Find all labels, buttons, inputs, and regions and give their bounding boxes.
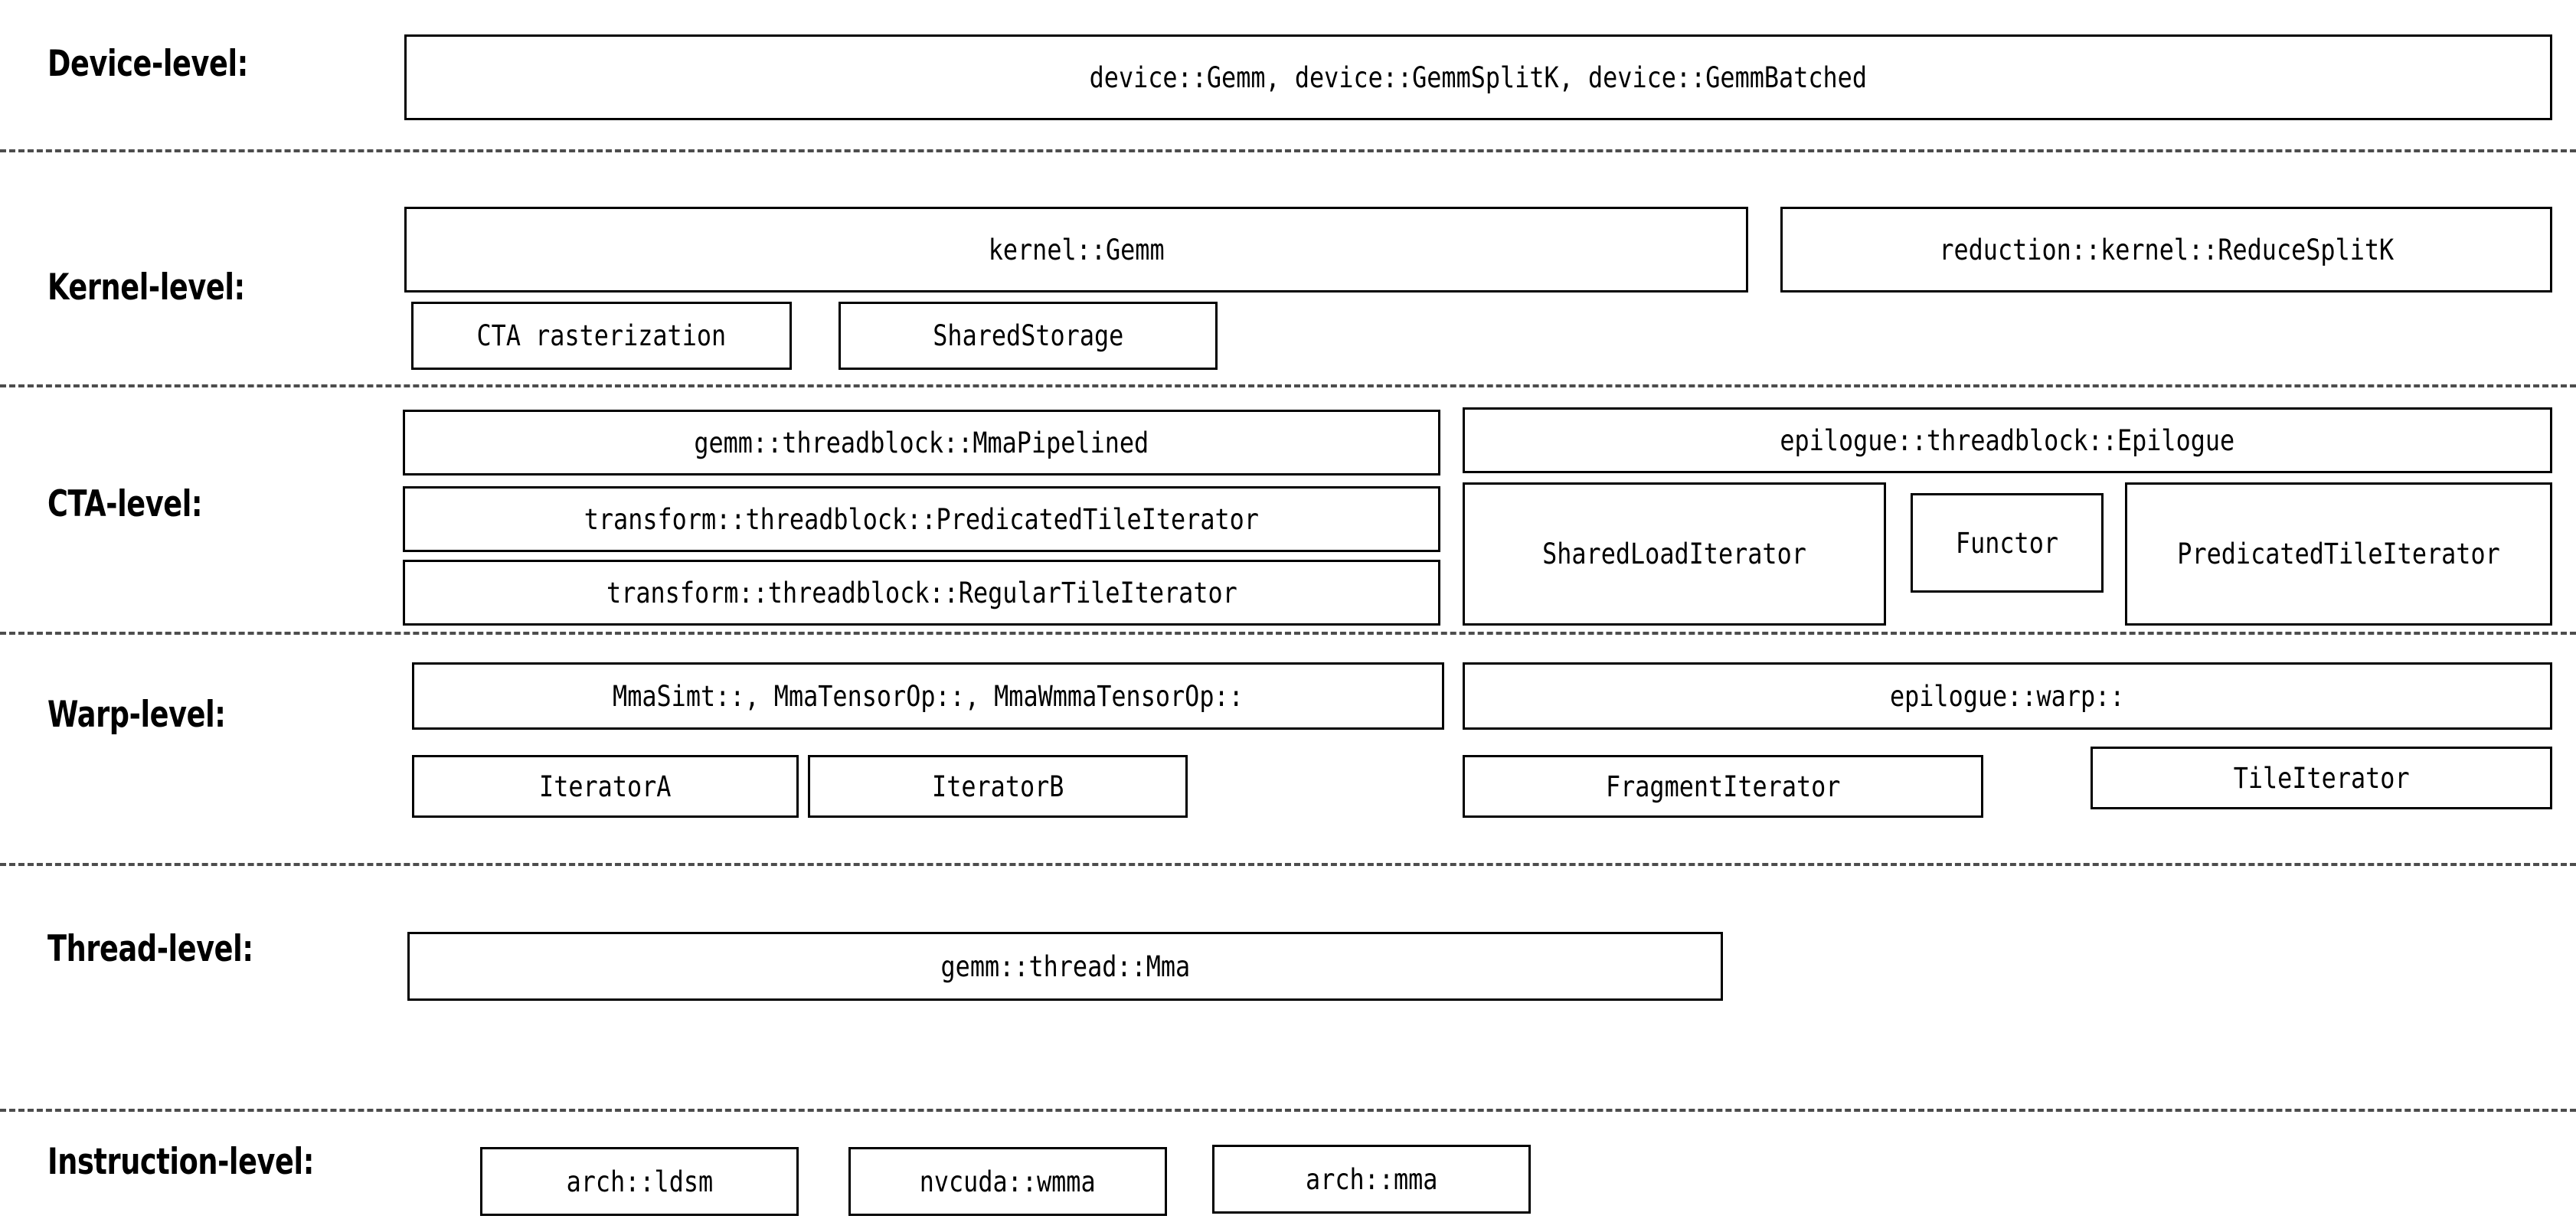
box-label-cta-rasterization: CTA rasterization [476, 319, 727, 352]
box-label-device-gemm: device::Gemm, device::GemmSplitK, device… [1089, 60, 1868, 94]
box-nvcuda-wmma[interactable]: nvcuda::wmma [848, 1147, 1167, 1216]
level-label-cta: CTA-level: [47, 483, 203, 525]
divider-warp-thread [0, 863, 2576, 866]
box-label-shared-load-iterator: SharedLoadIterator [1542, 538, 1806, 570]
box-label-functor: Functor [1955, 526, 2059, 560]
box-label-epilogue-threadblock-epilogue: epilogue::threadblock::Epilogue [1780, 423, 2235, 457]
box-label-tile-iterator: TileIterator [2233, 761, 2410, 795]
box-iterator-b[interactable]: IteratorB [808, 755, 1188, 818]
box-label-iterator-a: IteratorA [539, 770, 672, 803]
box-arch-mma[interactable]: arch::mma [1212, 1145, 1531, 1214]
box-epilogue-threadblock-epilogue[interactable]: epilogue::threadblock::Epilogue [1463, 407, 2552, 473]
box-label-fragment-iterator: FragmentIterator [1605, 770, 1841, 803]
box-gemm-threadblock-mmapipelined[interactable]: gemm::threadblock::MmaPipelined [403, 410, 1440, 476]
box-label-reduction-kernel-reducesplitk: reduction::kernel::ReduceSplitK [1939, 233, 2394, 266]
box-label-epilogue-warp: epilogue::warp:: [1890, 679, 2125, 713]
box-epilogue-warp[interactable]: epilogue::warp:: [1463, 662, 2552, 730]
box-label-nvcuda-wmma: nvcuda::wmma [920, 1165, 1096, 1198]
box-reduction-kernel-reducesplitk[interactable]: reduction::kernel::ReduceSplitK [1780, 207, 2552, 292]
box-label-transform-threadblock-regulartileiterator: transform::threadblock::RegularTileItera… [606, 576, 1237, 610]
box-tile-iterator[interactable]: TileIterator [2091, 747, 2552, 809]
level-label-warp: Warp-level: [47, 694, 226, 736]
box-label-transform-threadblock-predicatedtileiterator: transform::threadblock::PredicatedTileIt… [584, 502, 1260, 536]
box-label-iterator-b: IteratorB [931, 770, 1064, 803]
box-shared-storage[interactable]: SharedStorage [839, 302, 1218, 370]
divider-thread-instruction [0, 1109, 2576, 1112]
box-kernel-gemm[interactable]: kernel::Gemm [404, 207, 1748, 292]
level-label-instruction: Instruction-level: [47, 1141, 314, 1183]
box-label-mma-variants: MmaSimt::, MmaTensorOp::, MmaWmmaTensorO… [613, 679, 1244, 713]
divider-device-kernel [0, 149, 2576, 152]
box-fragment-iterator[interactable]: FragmentIterator [1463, 755, 1983, 818]
box-label-gemm-threadblock-mmapipelined: gemm::threadblock::MmaPipelined [694, 426, 1149, 459]
box-shared-load-iterator[interactable]: SharedLoadIterator [1463, 482, 1886, 626]
divider-cta-warp [0, 632, 2576, 635]
box-cta-rasterization[interactable]: CTA rasterization [411, 302, 792, 370]
box-transform-threadblock-regulartileiterator[interactable]: transform::threadblock::RegularTileItera… [403, 560, 1440, 626]
level-label-device: Device-level: [47, 43, 248, 85]
box-functor[interactable]: Functor [1911, 493, 2104, 593]
box-label-gemm-thread-mma: gemm::thread::Mma [940, 949, 1190, 983]
level-label-kernel: Kernel-level: [47, 266, 245, 309]
box-device-gemm[interactable]: device::Gemm, device::GemmSplitK, device… [404, 34, 2552, 120]
box-predicated-tile-iterator[interactable]: PredicatedTileIterator [2125, 482, 2552, 626]
box-gemm-thread-mma[interactable]: gemm::thread::Mma [407, 932, 1723, 1001]
box-mma-variants[interactable]: MmaSimt::, MmaTensorOp::, MmaWmmaTensorO… [412, 662, 1444, 730]
box-label-shared-storage: SharedStorage [932, 319, 1124, 352]
box-arch-ldsm[interactable]: arch::ldsm [480, 1147, 799, 1216]
box-label-kernel-gemm: kernel::Gemm [988, 233, 1165, 266]
box-label-arch-ldsm: arch::ldsm [566, 1165, 713, 1198]
level-label-thread: Thread-level: [47, 928, 253, 970]
box-label-predicated-tile-iterator: PredicatedTileIterator [2177, 538, 2500, 570]
box-label-arch-mma: arch::mma [1305, 1162, 1438, 1196]
box-iterator-a[interactable]: IteratorA [412, 755, 799, 818]
divider-kernel-cta [0, 384, 2576, 387]
box-transform-threadblock-predicatedtileiterator[interactable]: transform::threadblock::PredicatedTileIt… [403, 486, 1440, 552]
